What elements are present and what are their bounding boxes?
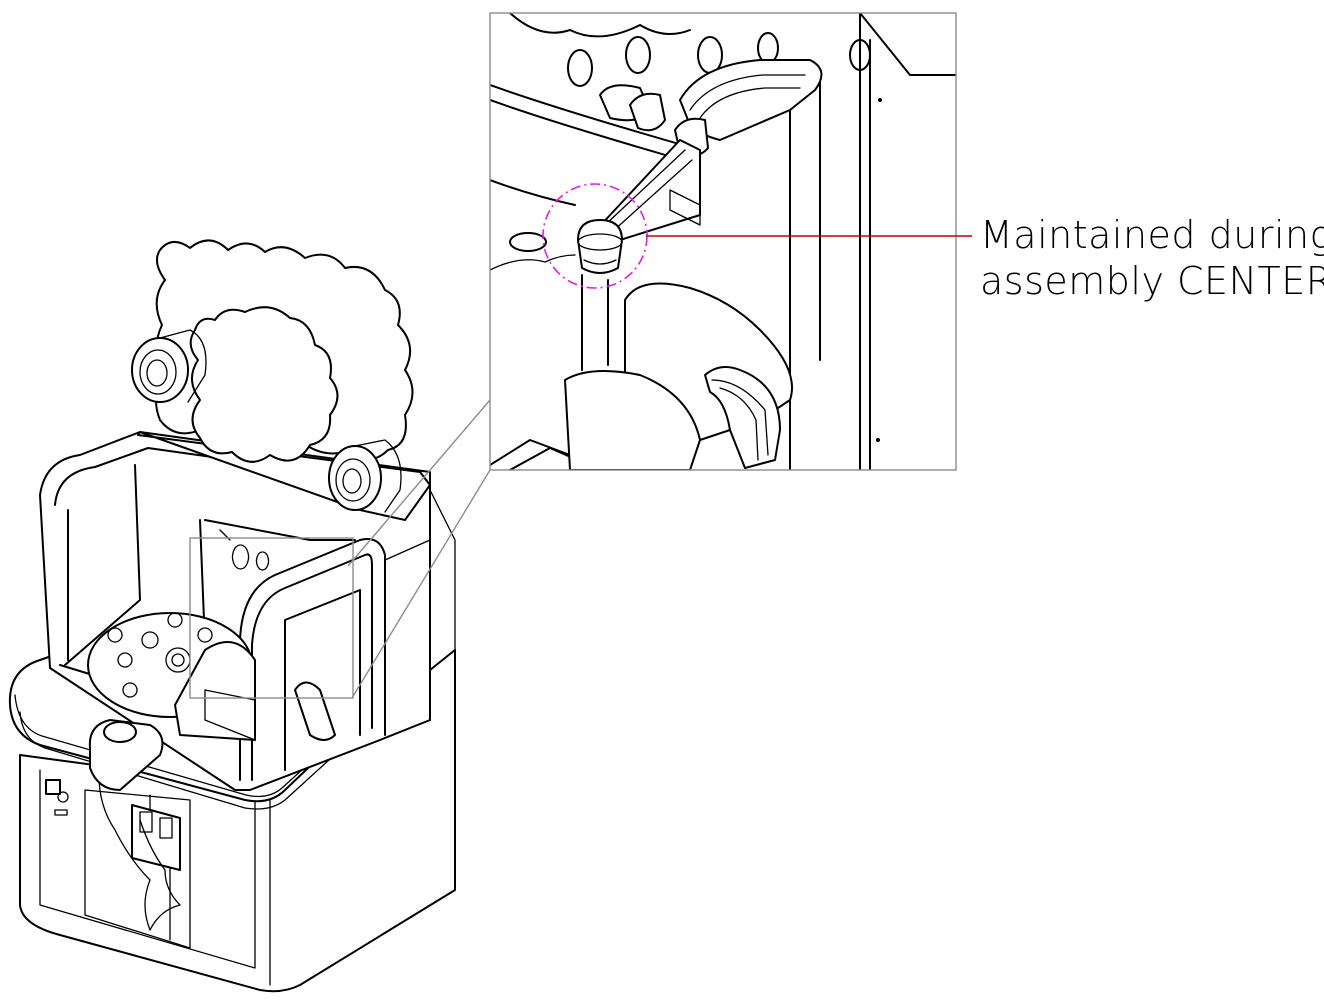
coin-mech [131, 804, 181, 871]
cloud-sign-front [189, 306, 339, 463]
callout-label: Maintained during assembly CENTER [980, 212, 1324, 304]
center-cup [577, 219, 623, 274]
dolphin-decal [98, 759, 181, 931]
zoom-line-lower [351, 469, 491, 699]
push-button [103, 721, 137, 743]
wall-hole [567, 49, 593, 87]
detail-inset [489, 12, 957, 471]
callout-line-2: assembly CENTER [980, 259, 1324, 303]
detail-region-box [189, 537, 354, 699]
coin-door [45, 779, 61, 795]
callout-line-1: Maintained during [980, 213, 1324, 257]
zoom-line-upper [347, 399, 491, 567]
game-machine-illustration [8, 239, 456, 993]
cabinet-base [19, 649, 456, 993]
seal-ring [704, 365, 781, 469]
inset-frame [489, 12, 957, 471]
